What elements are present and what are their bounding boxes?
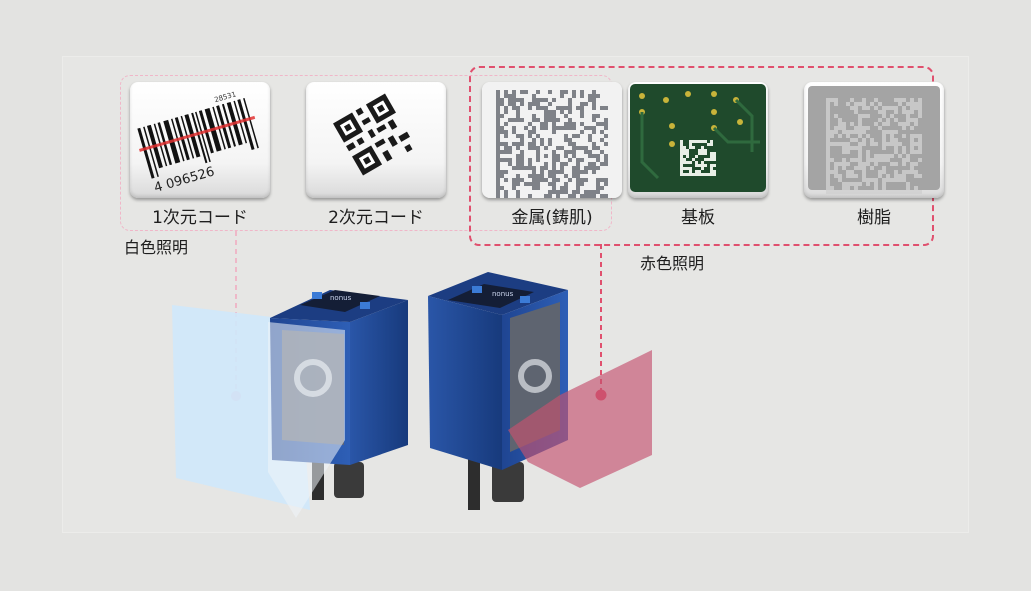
barcode-label: 1次元コード [152,208,248,228]
board-label: 基板 [681,208,715,228]
metal-datamatrix-pattern [496,90,608,198]
qrcode-label: 2次元コード [328,208,424,228]
red-lighting-label: 赤色照明 [640,254,705,273]
camera-connector [492,462,524,502]
circuit-board-image [628,82,768,198]
camera-brand: nonus [330,294,352,302]
qrcode-pattern [333,93,413,176]
resin-datamatrix-pattern [826,98,922,194]
metal-cast-surface-image [482,82,622,198]
camera-brand-2: nonus [492,290,514,298]
resin-label: 樹脂 [857,208,891,228]
board-datamatrix-pattern [680,140,716,176]
camera-connector [334,462,364,498]
metal-label: 金属(鋳肌) [511,208,593,228]
red-light-beam [508,350,652,488]
resin-surface-image [804,82,944,198]
scan-line [139,115,256,152]
camera-cable [468,455,480,510]
barcode-sample-image: 4 096526 28531 [130,82,270,198]
qrcode-sample-image [306,82,446,198]
barcode-bars [137,97,259,179]
camera-red-light: nonus [428,272,568,510]
white-lighting-label: 白色照明 [124,238,189,257]
board-traces [640,98,760,180]
